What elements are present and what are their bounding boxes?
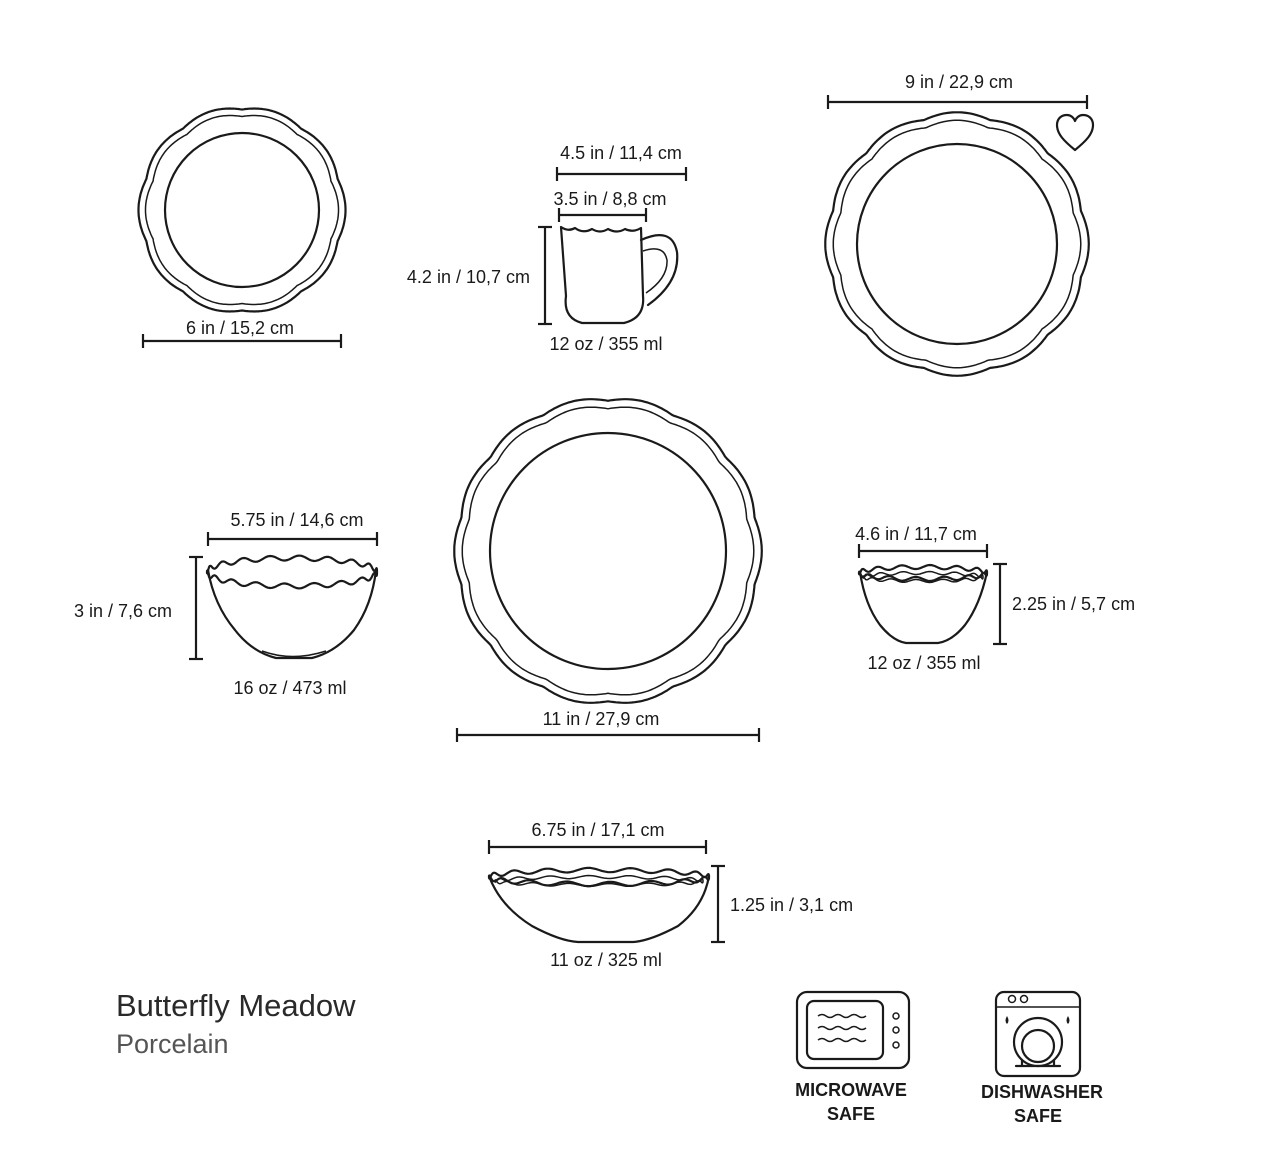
small-bowl-capacity-label: 12 oz / 355 ml (867, 653, 980, 673)
small-bowl-height-dimension: 2.25 in / 5,7 cm (993, 562, 1135, 646)
small-bowl (857, 563, 989, 645)
heart-icon (1055, 113, 1095, 152)
pasta-bowl (487, 866, 711, 944)
small-bowl-width-label: 4.6 in / 11,7 cm (855, 524, 977, 544)
lunch-plate-rim-outer (824, 111, 1090, 377)
dinner-plate-well (488, 431, 728, 671)
soup-bowl-height-dimension: 3 in / 7,6 cm (74, 555, 203, 661)
soup-bowl-capacity-label: 16 oz / 473 ml (233, 678, 346, 698)
dinner-plate-diameter-label: 11 in / 27,9 cm (543, 709, 660, 729)
lunch-plate-diameter-dimension: 9 in / 22,9 cm (826, 72, 1089, 109)
dishwasher-icon (994, 990, 1082, 1078)
mug-handle (639, 234, 679, 307)
small-bowl-height-label: 2.25 in / 5,7 cm (1012, 594, 1135, 614)
soup-bowl (205, 554, 379, 660)
microwave-safe-badge: MICROWAVE SAFE (795, 990, 911, 1124)
salad-plate (137, 107, 347, 313)
dinner-plate-rim-inner (461, 406, 755, 696)
product-material: Porcelain (116, 1029, 229, 1059)
mug-body (559, 225, 645, 325)
pasta-bowl-body (487, 874, 711, 944)
pasta-bowl-height-label: 1.25 in / 3,1 cm (730, 895, 853, 915)
dinner-plate-diameter-dimension: 11 in / 27,9 cm (455, 709, 761, 742)
pasta-bowl-width-dimension: 6.75 in / 17,1 cm (487, 820, 708, 854)
pasta-bowl-capacity-label: 11 oz / 325 ml (550, 950, 662, 970)
dishwasher-safe-badge: DISHWASHER SAFE (981, 990, 1103, 1126)
salad-plate-rim-outer (137, 107, 347, 313)
mug-top-width-label: 4.5 in / 11,4 cm (560, 143, 682, 163)
salad-plate-well (163, 131, 321, 289)
lunch-plate-well (855, 142, 1059, 346)
dishwasher-safe-line2: SAFE (1014, 1106, 1062, 1126)
pasta-bowl-width-label: 6.75 in / 17,1 cm (531, 820, 664, 840)
mug-height-label: 4.2 in / 10,7 cm (407, 267, 530, 287)
dishwasher-safe-line1: DISHWASHER (981, 1082, 1103, 1102)
salad-plate-diameter-label: 6 in / 15,2 cm (186, 318, 294, 338)
dinner-plate-rim-outer (453, 398, 763, 704)
soup-bowl-foot (261, 650, 327, 658)
small-bowl-rim (857, 563, 989, 583)
microwave-safe-line2: SAFE (827, 1104, 875, 1124)
small-bowl-body (858, 570, 989, 645)
soup-bowl-rim (205, 554, 379, 590)
microwave-safe-line1: MICROWAVE (795, 1080, 907, 1100)
pasta-bowl-rim (487, 866, 711, 888)
mug-top-width-dimension: 4.5 in / 11,4 cm (555, 143, 688, 181)
soup-bowl-height-label: 3 in / 7,6 cm (74, 601, 172, 621)
soup-bowl-width-label: 5.75 in / 14,6 cm (230, 510, 363, 530)
pasta-bowl-rim-inner (494, 874, 704, 888)
mug-handle-inner (642, 248, 668, 294)
lunch-plate-diameter-label: 9 in / 22,9 cm (905, 72, 1013, 92)
small-bowl-width-dimension: 4.6 in / 11,7 cm (855, 524, 989, 558)
salad-plate-rim-inner (144, 114, 340, 306)
mug-capacity-label: 12 oz / 355 ml (549, 334, 662, 354)
small-bowl-rim-inner (862, 570, 984, 584)
pasta-bowl-height-dimension: 1.25 in / 3,1 cm (711, 864, 853, 944)
mug-rim-width-label: 3.5 in / 8,8 cm (553, 189, 666, 209)
lunch-plate (824, 111, 1090, 377)
salad-plate-diameter-dimension: 6 in / 15,2 cm (141, 318, 343, 348)
product-name: Butterfly Meadow (116, 988, 356, 1023)
microwave-icon (795, 990, 911, 1070)
mug (559, 225, 679, 325)
mug-height-dimension: 4.2 in / 10,7 cm (407, 225, 552, 326)
lunch-plate-rim-inner (832, 119, 1082, 369)
soup-bowl-width-dimension: 5.75 in / 14,6 cm (206, 510, 379, 546)
mug-rim-width-dimension: 3.5 in / 8,8 cm (553, 189, 667, 222)
soup-bowl-body (206, 568, 378, 660)
dinner-plate (453, 398, 763, 704)
